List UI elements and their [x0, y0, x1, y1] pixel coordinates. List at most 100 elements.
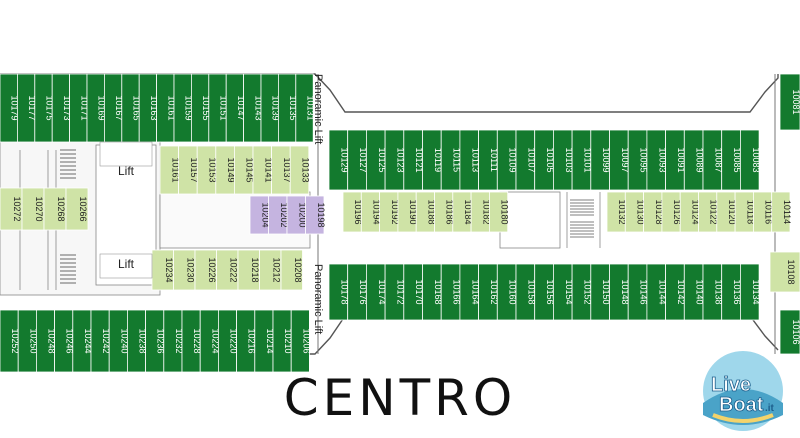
cabin-10125[interactable]: 10125 — [365, 129, 387, 191]
cabin-10108[interactable]: 10108 — [769, 251, 800, 293]
cabin-10230[interactable]: 10230 — [173, 249, 196, 291]
cabin-10178[interactable]: 10178 — [328, 263, 349, 321]
cabin-10141[interactable]: 10141 — [252, 145, 273, 195]
cabin-10179[interactable]: 10179 — [0, 73, 20, 143]
cabin-10268[interactable]: 10268 — [43, 187, 67, 231]
cabin-10111[interactable]: 10111 — [478, 129, 499, 191]
cabin-10180[interactable]: 10180 — [488, 191, 510, 233]
cabin-10097[interactable]: 10097 — [609, 129, 630, 191]
cabin-10161[interactable]: 10161 — [159, 145, 180, 195]
cabin-10131[interactable]: 10131 — [295, 73, 316, 143]
cabin-10116[interactable]: 10116 — [753, 191, 774, 233]
cabin-10154[interactable]: 10154 — [553, 263, 574, 321]
cabin-10192[interactable]: 10192 — [379, 191, 400, 233]
cabin-10162[interactable]: 10162 — [478, 263, 499, 321]
cabin-10151[interactable]: 10151 — [208, 73, 229, 143]
cabin-10156[interactable]: 10156 — [534, 263, 555, 321]
cabin-10120[interactable]: 10120 — [716, 191, 737, 233]
cabin-10161[interactable]: 10161 — [156, 73, 177, 143]
cabin-10208[interactable]: 10208 — [280, 249, 303, 291]
cabin-10232[interactable]: 10232 — [163, 309, 184, 373]
cabin-10109[interactable]: 10109 — [496, 129, 518, 191]
cabin-10091[interactable]: 10091 — [665, 129, 686, 191]
cabin-10248[interactable]: 10248 — [36, 309, 57, 373]
cabin-10272[interactable]: 10272 — [0, 187, 23, 231]
cabin-10106[interactable]: 10106 — [779, 309, 800, 355]
cabin-10212[interactable]: 10212 — [259, 249, 282, 291]
cabin-10246[interactable]: 10246 — [54, 309, 75, 373]
cabin-10206[interactable]: 10206 — [290, 309, 311, 373]
cabin-10252[interactable]: 10252 — [0, 309, 20, 373]
cabin-10188[interactable]: 10188 — [415, 191, 436, 233]
cabin-10153[interactable]: 10153 — [196, 145, 218, 195]
cabin-10194[interactable]: 10194 — [360, 191, 381, 233]
cabin-10093[interactable]: 10093 — [646, 129, 667, 191]
cabin-10105[interactable]: 10105 — [534, 129, 555, 191]
cabin-10138[interactable]: 10138 — [702, 263, 723, 321]
cabin-10214[interactable]: 10214 — [254, 309, 275, 373]
cabin-10175[interactable]: 10175 — [34, 73, 55, 143]
cabin-10127[interactable]: 10127 — [347, 129, 368, 191]
cabin-10190[interactable]: 10190 — [397, 191, 418, 233]
cabin-10103[interactable]: 10103 — [553, 129, 574, 191]
cabin-10133[interactable]: 10133 — [289, 145, 311, 195]
cabin-10250[interactable]: 10250 — [17, 309, 38, 373]
cabin-10081[interactable]: 10081 — [779, 73, 800, 131]
cabin-10165[interactable]: 10165 — [121, 73, 142, 143]
cabin-10163[interactable]: 10163 — [138, 73, 159, 143]
cabin-10220[interactable]: 10220 — [217, 309, 239, 373]
cabin-10123[interactable]: 10123 — [384, 129, 405, 191]
cabin-10147[interactable]: 10147 — [225, 73, 246, 143]
cabin-10222[interactable]: 10222 — [216, 249, 239, 291]
cabin-10095[interactable]: 10095 — [627, 129, 649, 191]
cabin-10218[interactable]: 10218 — [237, 249, 260, 291]
cabin-10146[interactable]: 10146 — [627, 263, 649, 321]
cabin-10155[interactable]: 10155 — [190, 73, 211, 143]
cabin-10139[interactable]: 10139 — [260, 73, 281, 143]
cabin-10115[interactable]: 10115 — [440, 129, 462, 191]
cabin-10177[interactable]: 10177 — [16, 73, 37, 143]
cabin-10114[interactable]: 10114 — [771, 191, 792, 233]
cabin-10121[interactable]: 10121 — [403, 129, 424, 191]
cabin-10140[interactable]: 10140 — [683, 263, 705, 321]
cabin-10145[interactable]: 10145 — [233, 145, 255, 195]
cabin-10238[interactable]: 10238 — [127, 309, 148, 373]
cabin-10129[interactable]: 10129 — [328, 129, 349, 191]
cabin-10099[interactable]: 10099 — [590, 129, 611, 191]
cabin-10157[interactable]: 10157 — [178, 145, 199, 195]
cabin-10132[interactable]: 10132 — [606, 191, 627, 233]
cabin-10270[interactable]: 10270 — [21, 187, 45, 231]
cabin-10113[interactable]: 10113 — [459, 129, 480, 191]
cabin-10107[interactable]: 10107 — [515, 129, 536, 191]
cabin-10234[interactable]: 10234 — [151, 249, 174, 291]
cabin-10136[interactable]: 10136 — [721, 263, 742, 321]
cabin-10126[interactable]: 10126 — [661, 191, 682, 233]
cabin-10128[interactable]: 10128 — [643, 191, 664, 233]
cabin-10083[interactable]: 10083 — [740, 129, 761, 191]
cabin-10173[interactable]: 10173 — [51, 73, 72, 143]
cabin-10224[interactable]: 10224 — [199, 309, 220, 373]
cabin-10143[interactable]: 10143 — [243, 73, 264, 143]
cabin-10172[interactable]: 10172 — [384, 263, 405, 321]
cabin-10186[interactable]: 10186 — [434, 191, 455, 233]
cabin-10242[interactable]: 10242 — [90, 309, 111, 373]
cabin-10196[interactable]: 10196 — [342, 191, 363, 233]
cabin-10168[interactable]: 10168 — [422, 263, 443, 321]
cabin-10135[interactable]: 10135 — [277, 73, 298, 143]
cabin-10134[interactable]: 10134 — [740, 263, 761, 321]
cabin-10144[interactable]: 10144 — [646, 263, 667, 321]
cabin-10244[interactable]: 10244 — [72, 309, 93, 373]
cabin-10142[interactable]: 10142 — [665, 263, 686, 321]
cabin-10204[interactable]: 10204 — [249, 195, 270, 235]
cabin-10176[interactable]: 10176 — [347, 263, 368, 321]
cabin-10150[interactable]: 10150 — [590, 263, 611, 321]
cabin-10124[interactable]: 10124 — [679, 191, 700, 233]
cabin-10166[interactable]: 10166 — [440, 263, 462, 321]
cabin-10170[interactable]: 10170 — [403, 263, 424, 321]
cabin-10119[interactable]: 10119 — [422, 129, 443, 191]
cabin-10158[interactable]: 10158 — [515, 263, 536, 321]
cabin-10266[interactable]: 10266 — [65, 187, 89, 231]
cabin-10160[interactable]: 10160 — [496, 263, 518, 321]
cabin-10085[interactable]: 10085 — [721, 129, 742, 191]
cabin-10169[interactable]: 10169 — [86, 73, 107, 143]
